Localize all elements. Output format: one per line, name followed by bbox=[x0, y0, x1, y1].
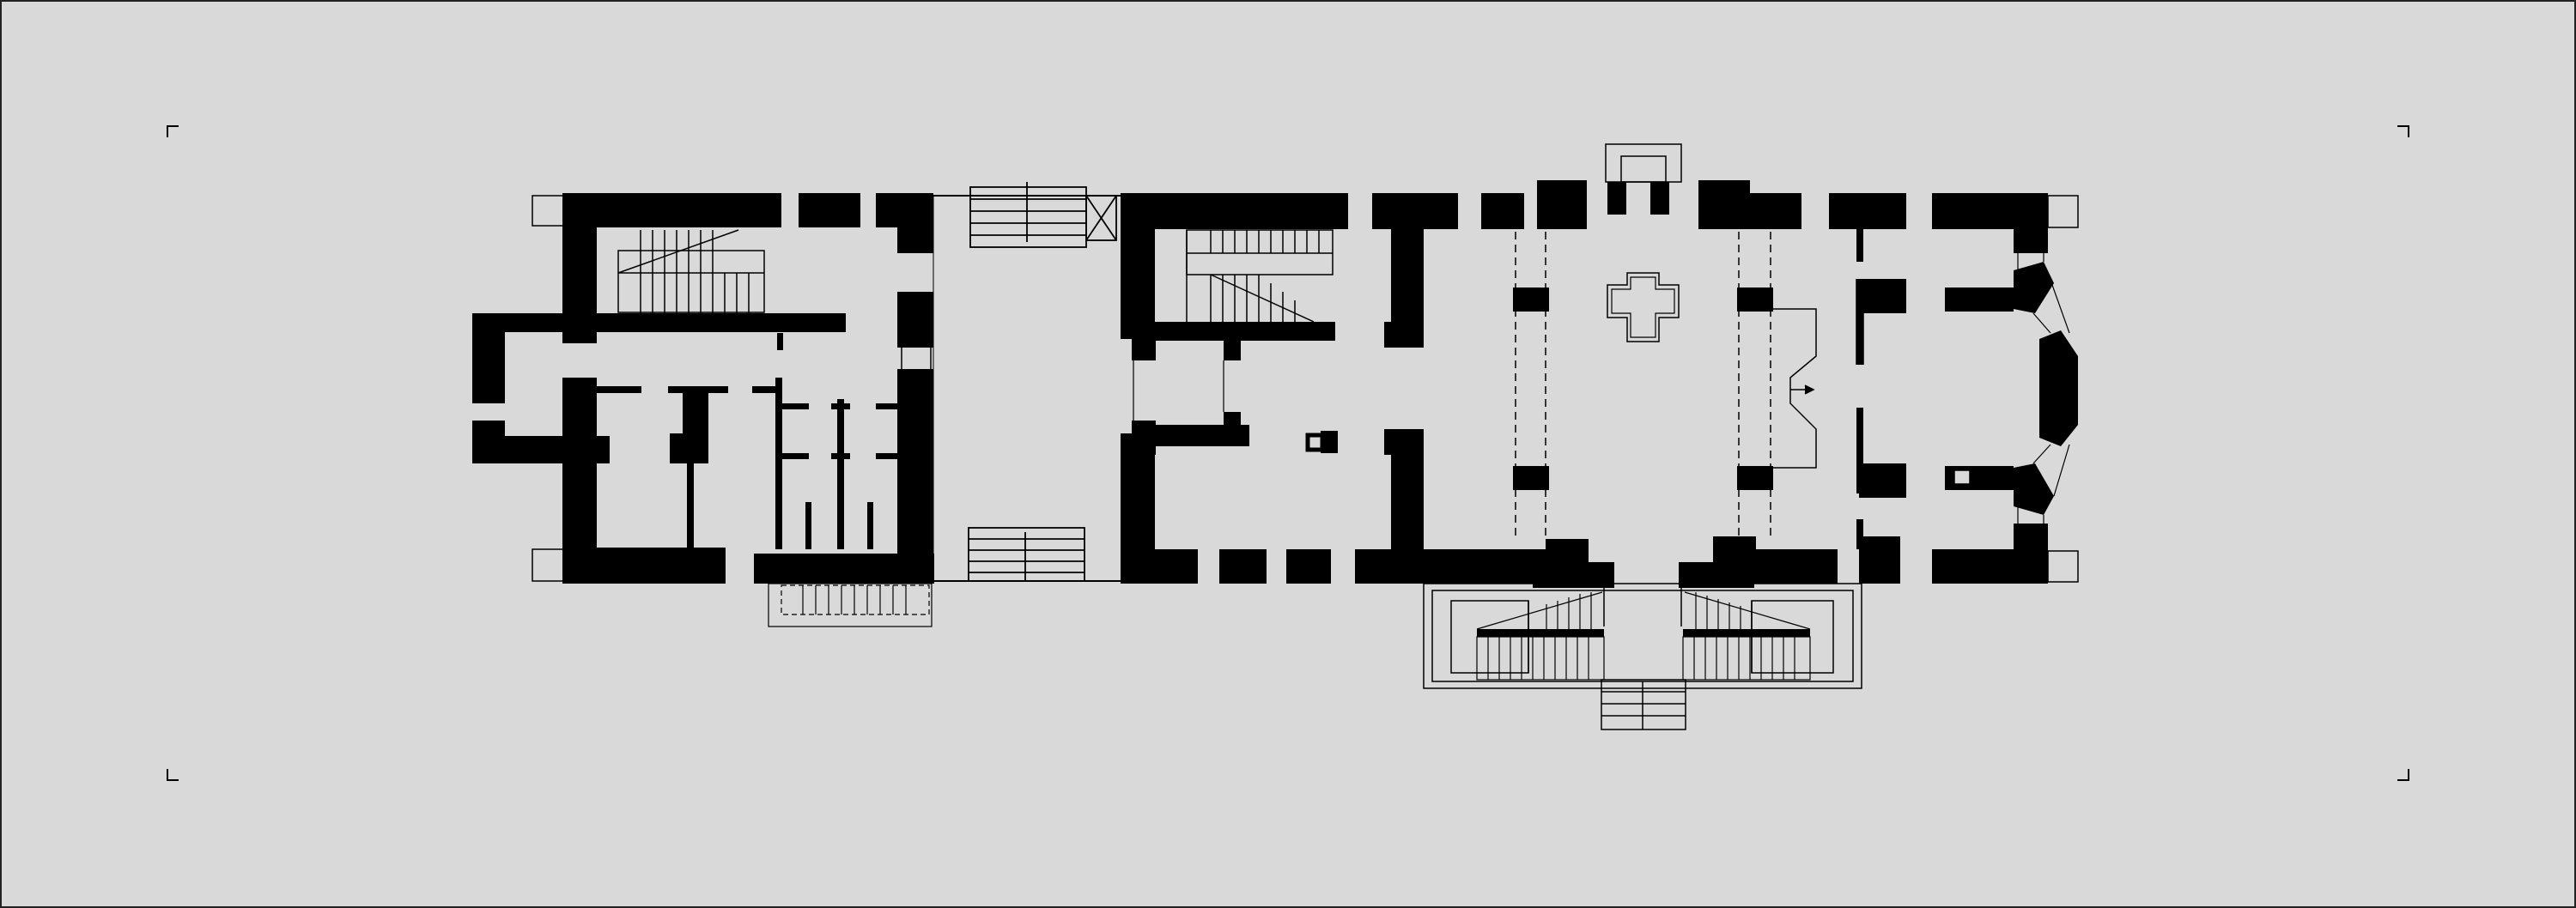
corner-mark-tr bbox=[2397, 125, 2409, 137]
corner-mark-br bbox=[2397, 769, 2409, 781]
west-wing bbox=[472, 193, 934, 627]
porch-front-steps bbox=[1601, 584, 1686, 730]
west-wing-stair bbox=[617, 229, 765, 313]
porch-west-flight bbox=[1476, 591, 1605, 681]
north-link-stair bbox=[969, 182, 1117, 248]
east-wing-stair bbox=[1186, 229, 1334, 323]
south-link-stair bbox=[968, 527, 1085, 582]
corner-mark-tl bbox=[167, 125, 179, 137]
square-post bbox=[1305, 433, 1325, 452]
cross-shaped-floor-mark bbox=[1607, 272, 1680, 342]
south-porch-double-stair bbox=[1423, 583, 1862, 730]
east-wing bbox=[1121, 143, 2079, 588]
corner-mark-bl bbox=[167, 769, 179, 781]
nave-arcade-lines bbox=[1515, 232, 1771, 541]
porch-east-flight bbox=[1682, 591, 1811, 681]
link-hall bbox=[933, 195, 1121, 582]
corner-marks bbox=[167, 125, 2409, 781]
chancel-arrow bbox=[1790, 384, 1815, 395]
west-wing-south-steps bbox=[768, 583, 933, 627]
